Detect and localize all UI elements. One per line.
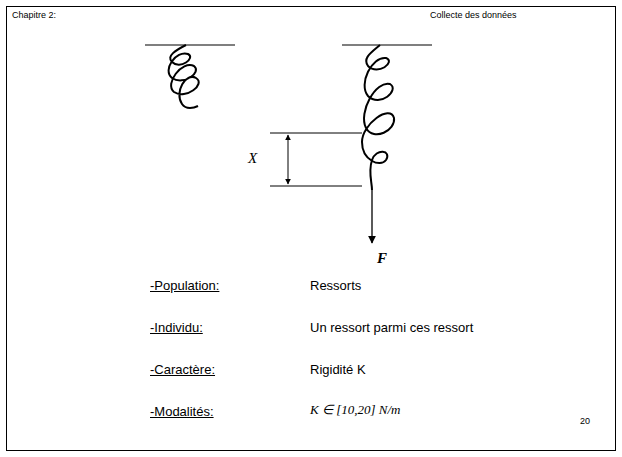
force-label: F xyxy=(377,250,387,267)
field-value: Un ressort parmi ces ressort xyxy=(310,321,473,336)
field-name: -Individu: xyxy=(150,321,203,336)
field-value: Rigidité K xyxy=(310,363,366,378)
force-arrow xyxy=(371,190,372,243)
field-name: -Modalités: xyxy=(150,405,214,420)
field-value: Ressorts xyxy=(310,279,361,294)
page-number: 20 xyxy=(580,416,590,426)
ceiling-line xyxy=(145,44,235,45)
field-value: K ∈ [10,20] N/m xyxy=(310,403,400,418)
dimension-line xyxy=(270,186,362,187)
slide-frame xyxy=(7,7,616,451)
ceiling-line xyxy=(342,44,432,45)
dimension-line xyxy=(270,133,362,134)
dimension-arrow xyxy=(288,135,289,184)
dimension-label: X xyxy=(248,150,257,167)
section-heading: Collecte des données xyxy=(430,10,517,20)
field-name: -Population: xyxy=(150,279,219,294)
chapter-heading: Chapitre 2: xyxy=(12,10,56,20)
field-name: -Caractère: xyxy=(150,363,215,378)
spring-stretched xyxy=(362,45,394,190)
spring-at-rest xyxy=(169,45,199,108)
